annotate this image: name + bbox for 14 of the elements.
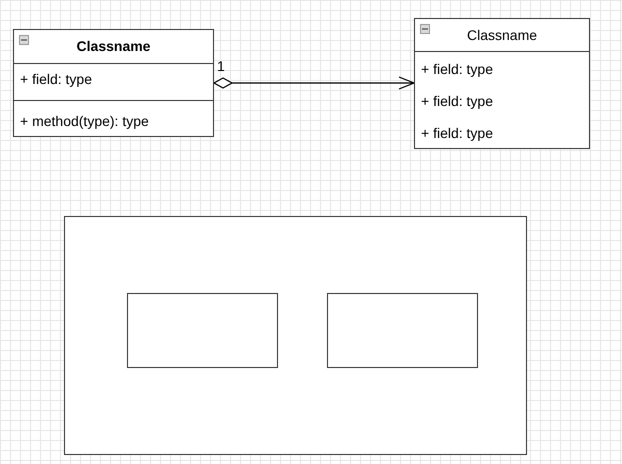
member-text: + field: type [421, 93, 493, 109]
empty-box [127, 293, 278, 368]
member-text: + field: type [421, 61, 493, 77]
member-text: + field: type [20, 71, 92, 87]
class-box [13, 29, 214, 137]
class-name: Classname [466, 26, 538, 42]
aggregation-arrow [213, 76, 415, 90]
class-name: Classname [76, 38, 152, 54]
class-box [414, 18, 590, 149]
empty-box [64, 216, 527, 455]
empty-box [327, 293, 478, 368]
member-text: + method(type): type [20, 113, 149, 129]
multiplicity-label: 1 [217, 58, 225, 74]
member-text: + field: type [421, 125, 493, 141]
